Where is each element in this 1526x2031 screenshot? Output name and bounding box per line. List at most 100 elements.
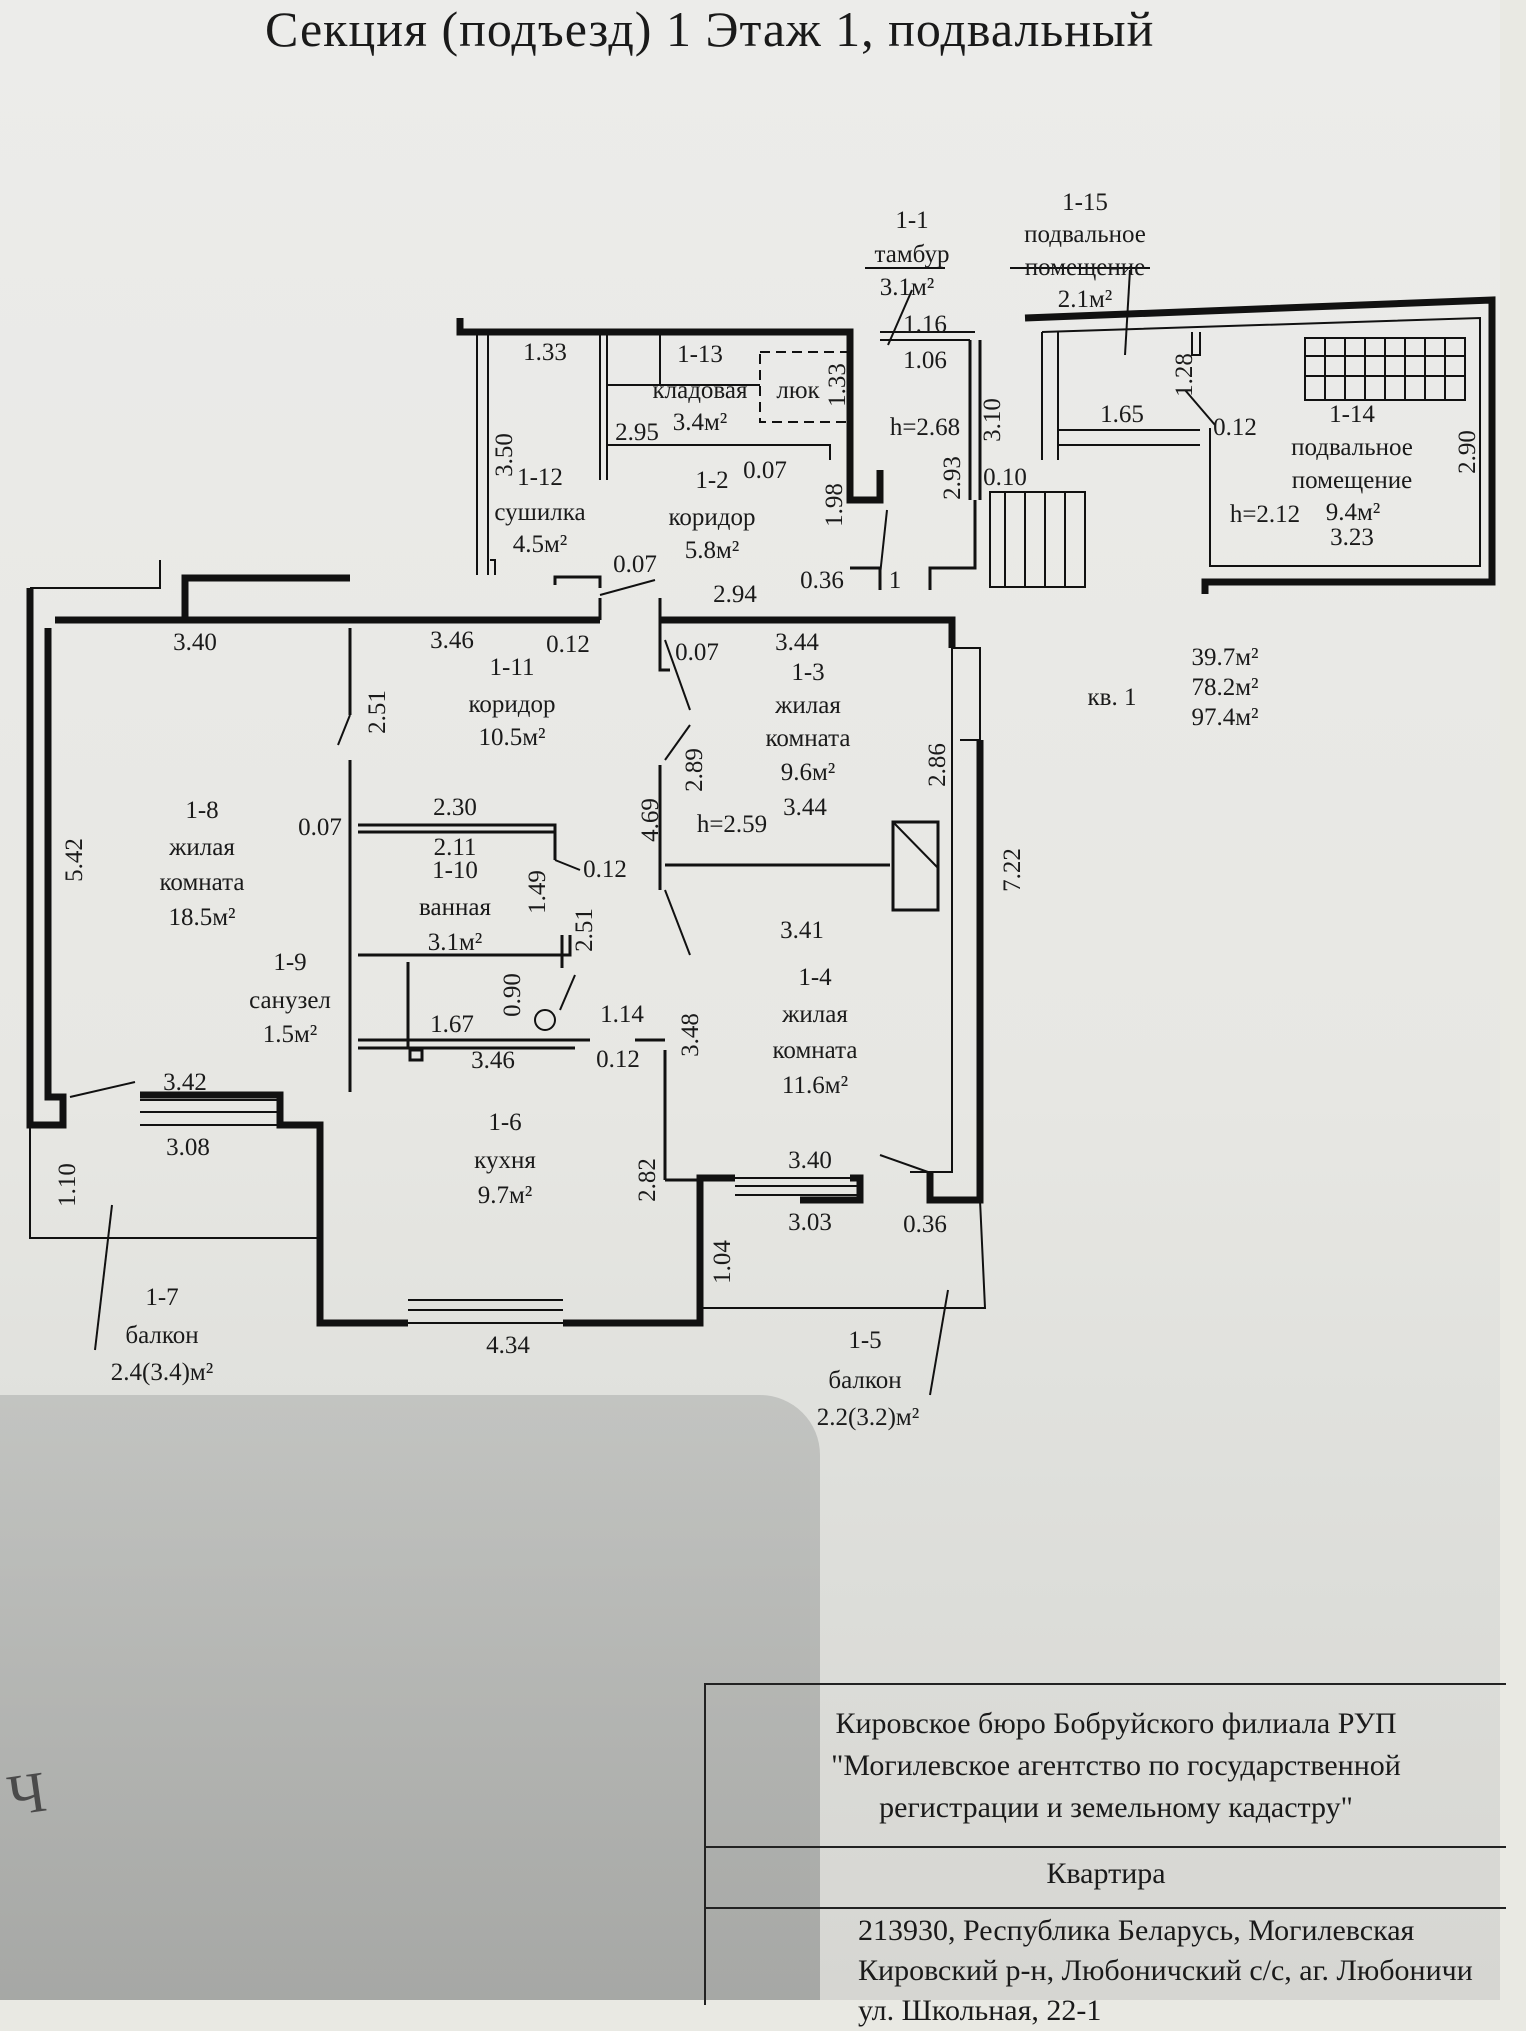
wall-1-13-bottom	[607, 384, 831, 460]
radiator-1-3	[891, 820, 940, 912]
label-1-14-name2: помещение	[1292, 467, 1413, 494]
dim: 2.51	[571, 908, 598, 952]
wall-1-1-right	[968, 340, 982, 500]
label-1-12-num: 1-12	[517, 464, 563, 491]
dim: 0.07	[675, 639, 719, 666]
label-1-12-area: 4.5м²	[513, 531, 568, 558]
leader-balcony-1-5	[929, 1289, 949, 1396]
organization-line-3: регистрации и земельному кадастру"	[879, 1791, 1353, 1824]
apartment-total-area: 78.2м²	[1191, 674, 1258, 701]
door-swing-1-8	[337, 714, 351, 746]
dimensions-vertical: 3.10 1.33 1.98 3.50 2.93 1.28 2.90 2.51 …	[54, 353, 1481, 1284]
dim: 3.44	[783, 794, 827, 821]
label-1-7-name: балкон	[125, 1322, 198, 1349]
wall-wc-bottom	[358, 1038, 590, 1050]
title-block: Кировское бюро Бобруйского филиала РУП "…	[704, 1683, 1506, 2027]
dim: 1.10	[54, 1163, 81, 1207]
dim: 1.67	[430, 1011, 474, 1038]
dim: 2.94	[713, 581, 757, 608]
dim: 0.90	[499, 973, 526, 1017]
wall-1-12-right	[599, 332, 608, 480]
leader-1-14	[1184, 389, 1216, 426]
dim: 0.07	[743, 457, 787, 484]
door-swing-wc	[559, 974, 576, 1011]
wall-1-15-right	[1191, 332, 1201, 356]
label-1-8-area: 18.5м²	[168, 904, 235, 931]
dim: 0.36	[903, 1211, 947, 1238]
label-1-4-area: 11.6м²	[782, 1072, 848, 1099]
label-1-11-num: 1-11	[490, 654, 535, 681]
wall-basement-mid	[1058, 429, 1200, 446]
wall-right-jamb	[952, 647, 981, 741]
wall-basement-divider	[1041, 332, 1059, 460]
dim: 4.69	[637, 798, 664, 842]
dim: 2.95	[615, 419, 659, 446]
dim: 7.22	[999, 848, 1026, 892]
dim: 1.65	[1100, 401, 1144, 428]
dim: 2.93	[939, 456, 966, 500]
wall-1-12-left	[476, 332, 489, 575]
wall-basement-inner	[1041, 316, 1481, 567]
address-line-1: 213930, Республика Беларусь, Могилевская	[858, 1914, 1415, 1947]
label-1-7-area: 2.4(3.4)м²	[111, 1359, 213, 1386]
apartment-total-balcony-area: 97.4м²	[1191, 704, 1258, 731]
hatch-label: люк	[776, 377, 820, 404]
dim: 1.49	[524, 870, 551, 914]
label-1-9-num: 1-9	[273, 949, 306, 976]
door-swing-1-4	[664, 889, 691, 956]
label-1-3-name1: жилая	[774, 692, 841, 719]
dim: 3.46	[471, 1047, 515, 1074]
dim: 1.28	[1171, 353, 1198, 397]
wall-1-1	[850, 500, 977, 590]
wall-bath-top	[358, 823, 557, 860]
label-1-14-name1: подвальное	[1291, 434, 1413, 461]
dim: 2.90	[1454, 430, 1481, 474]
label-1-14-area: 9.4м²	[1326, 499, 1381, 526]
address-line-2: Кировский р-н, Любоничский с/с, аг. Любо…	[858, 1954, 1473, 1987]
wall-right-inner	[910, 648, 953, 1173]
dim: 5.42	[61, 838, 88, 882]
door-swing-entry	[879, 509, 888, 576]
dim: 1.98	[821, 483, 848, 527]
dim: 0.12	[1213, 414, 1257, 441]
address-line-3: ул. Школьная, 22-1	[858, 1994, 1102, 2027]
label-1-1-name: тамбур	[875, 241, 950, 268]
label-1-7-num: 1-7	[145, 1284, 178, 1311]
sink-icon	[408, 1048, 424, 1062]
dim: 3.40	[173, 629, 217, 656]
balcony-1-5-outline	[700, 1199, 987, 1309]
dim: 4.34	[486, 1332, 530, 1359]
label-1-12-name: сушилка	[494, 499, 585, 526]
label-1-9-area: 1.5м²	[263, 1021, 318, 1048]
dim: 2.30	[433, 794, 477, 821]
organization-line-2: "Могилевское агентство по государственно…	[831, 1749, 1401, 1782]
height-1: h=2.68	[890, 414, 960, 441]
title-block-divider	[706, 1907, 1506, 1909]
dim: 3.44	[775, 629, 819, 656]
wall-bath-bottom	[358, 935, 572, 968]
wall-upper-top	[456, 318, 884, 504]
label-1-8-name1: жилая	[168, 834, 235, 861]
radiator-1-3-diag	[892, 821, 939, 869]
balcony-1-7-outline	[29, 1125, 318, 1239]
label-1-2-num: 1-2	[695, 467, 728, 494]
wall-balcony-right-jamb	[800, 1174, 864, 1204]
dim: 1.33	[824, 363, 851, 407]
dim: 0.12	[546, 631, 590, 658]
wall-right-outer	[926, 740, 984, 1204]
organization-line-1: Кировское бюро Бобруйского филиала РУП	[835, 1707, 1397, 1740]
dim: 0.12	[583, 856, 627, 883]
dim: 2.86	[924, 743, 951, 787]
leader-1-8	[69, 1081, 136, 1098]
wall-outer-left	[26, 588, 67, 1129]
label-1-15-name1: подвальное	[1024, 221, 1146, 248]
dim: 1.33	[523, 339, 567, 366]
leader-1-1	[887, 289, 913, 346]
label-1-10-num: 1-10	[432, 857, 478, 884]
label-1-13-num: 1-13	[677, 341, 723, 368]
label-1-9-name: санузел	[249, 987, 331, 1014]
dim: 3.03	[788, 1209, 832, 1236]
room-labels: 1-1 тамбур 3.1м² 1-15 подвальное помещен…	[111, 189, 1413, 1431]
dim: 3.40	[788, 1147, 832, 1174]
label-1-5-num: 1-5	[848, 1327, 881, 1354]
